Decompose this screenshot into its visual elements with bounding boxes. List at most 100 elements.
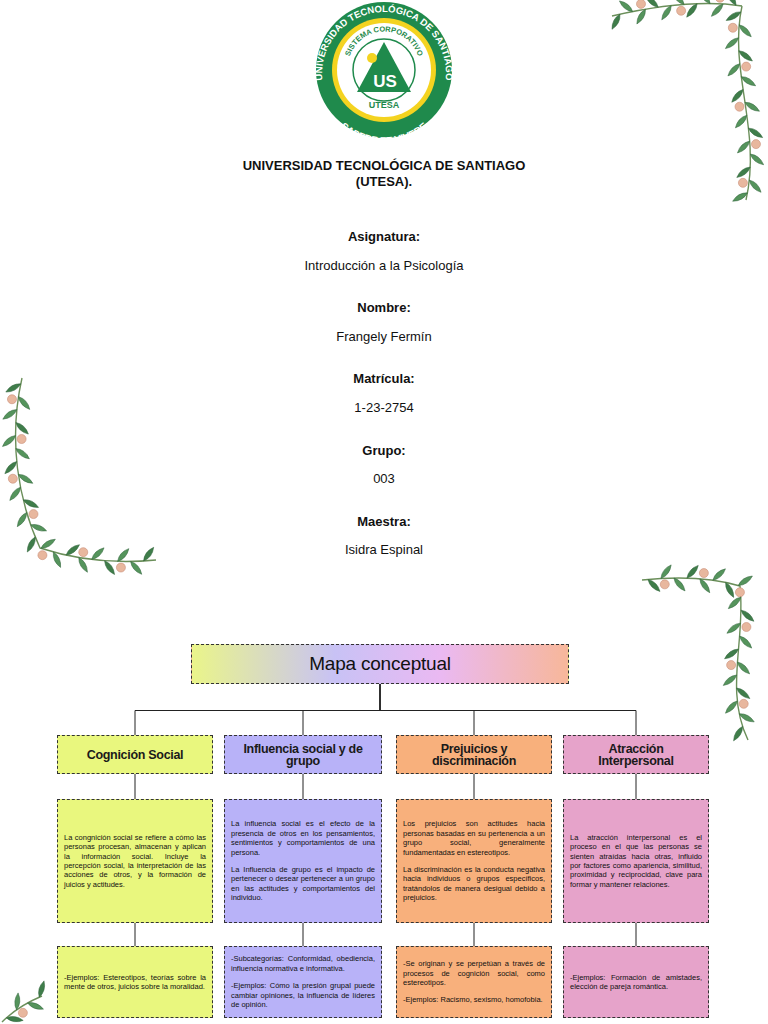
- olive-berry: [751, 140, 760, 149]
- olive-berry: [735, 102, 744, 111]
- leaf: [15, 511, 29, 528]
- logo-acronym: UTESA: [369, 100, 400, 110]
- leaf: [635, 8, 648, 25]
- logo-triangle: [357, 42, 411, 92]
- logo-inner: [337, 23, 431, 117]
- leaf: [730, 88, 745, 104]
- connector: [380, 684, 474, 735]
- body-text: -Subcategorías: Conformidad, obediencia,…: [231, 954, 375, 973]
- leaf: [736, 139, 752, 154]
- definition-box: Los prejuicios son actitudes hacia perso…: [396, 799, 552, 923]
- connector: [380, 684, 636, 735]
- leaf: [698, 577, 712, 594]
- olive-berry: [727, 661, 736, 670]
- olive-berry: [29, 510, 38, 519]
- leaf: [116, 547, 131, 563]
- body-text: La influencia social es el efecto de la …: [231, 819, 375, 857]
- leaf: [103, 559, 117, 576]
- leaf: [738, 634, 754, 650]
- heading-text: Influencia social y de grupo: [231, 743, 375, 767]
- field-label: Asignatura:: [0, 229, 768, 245]
- title-box: Mapa conceptual: [191, 644, 569, 684]
- leaf: [1, 408, 18, 422]
- olive-berry: [636, 0, 645, 8]
- leaf: [618, 0, 634, 14]
- connector: [303, 684, 380, 735]
- topic-heading: Cognición Social: [57, 735, 213, 774]
- leaf: [737, 49, 754, 63]
- olive-berry: [7, 395, 16, 404]
- leaf: [644, 0, 660, 9]
- connector: [135, 684, 380, 735]
- field-label: Grupo:: [0, 443, 768, 459]
- field-value: 1-23-2754: [0, 400, 768, 416]
- field-label: Maestra:: [0, 514, 768, 530]
- heading-text: Cognición Social: [64, 749, 206, 761]
- leaf: [736, 660, 752, 675]
- leaf: [65, 543, 82, 557]
- logo-monogram: US: [373, 72, 397, 91]
- field-value: Isidra Espinal: [0, 542, 768, 558]
- body-text: -Se originan y se perpetúan a través de …: [403, 959, 545, 987]
- connector: [303, 923, 304, 946]
- leaf: [610, 13, 622, 30]
- leaf: [25, 536, 37, 553]
- leaf: [727, 595, 743, 610]
- leaf: [129, 560, 144, 576]
- leaf: [51, 551, 63, 569]
- leaf: [14, 993, 21, 1010]
- body-text: -Ejemplos: Racismo, sexismo, homofobia.: [403, 995, 545, 1004]
- logo-text: UNIVERSIDAD TECNOLÓGICA DE SANTIAGO: [313, 3, 455, 81]
- leaf: [670, 0, 685, 6]
- example-box: -Ejemplos: Formación de amistades, elecc…: [563, 946, 709, 1018]
- leaf: [40, 537, 57, 550]
- leaf: [710, 2, 725, 18]
- logo-text: SISTEMA CORPORATIVO: [343, 24, 425, 57]
- leaf: [17, 395, 32, 411]
- olive-berry: [715, 0, 724, 2]
- connector: [135, 923, 136, 946]
- olive-berry: [742, 62, 751, 71]
- title-text: Mapa conceptual: [198, 653, 562, 675]
- leaf: [30, 522, 48, 533]
- leaf: [735, 686, 751, 701]
- body-text: -Ejemplos: Formación de amistades, elecc…: [570, 973, 702, 992]
- olive-berry: [742, 622, 751, 631]
- heading-text: Prejuicios y discriminación: [403, 743, 545, 767]
- logo-arc-text: SAPERE ET VIVERE: [339, 120, 430, 146]
- leaf: [646, 578, 662, 594]
- leaf: [723, 581, 735, 598]
- definition-box: La influencia social es el efecto de la …: [224, 799, 382, 923]
- leaf: [5, 382, 22, 395]
- field-value: 003: [0, 471, 768, 487]
- body-text: Los prejuicios son actitudes hacia perso…: [403, 819, 545, 857]
- leaf: [725, 621, 742, 635]
- leaf: [731, 725, 744, 742]
- olive-berry: [17, 435, 26, 444]
- topic-heading: Influencia social y de grupo: [224, 735, 382, 774]
- logo-sun: [367, 53, 377, 63]
- olive-berry: [18, 1008, 27, 1017]
- olive-berry: [79, 548, 88, 557]
- connector: [303, 774, 304, 799]
- leaf: [747, 126, 764, 140]
- body-text: -Ejemplos: Cómo la presión grupal puede …: [231, 981, 375, 1009]
- connector: [636, 923, 637, 946]
- leaf: [660, 4, 674, 21]
- heading-text: Atracción Interpersonal: [570, 743, 702, 767]
- leaf: [725, 0, 738, 7]
- leaf: [685, 564, 700, 580]
- branch-stem: [16, 378, 156, 562]
- leaf: [77, 556, 90, 573]
- olive-berry: [739, 699, 748, 708]
- definition-box: La congnición social se refiere a cómo l…: [57, 799, 213, 923]
- leaf: [17, 472, 34, 485]
- leaf: [27, 1001, 45, 1012]
- leaf: [90, 546, 106, 561]
- topic-heading: Prejuicios y discriminación: [396, 735, 552, 774]
- body-text: La atracción interpersonal es el proceso…: [570, 833, 702, 889]
- leaf: [37, 980, 47, 998]
- leaf: [749, 152, 765, 167]
- leaf: [1, 434, 17, 449]
- olive-berry: [38, 551, 47, 560]
